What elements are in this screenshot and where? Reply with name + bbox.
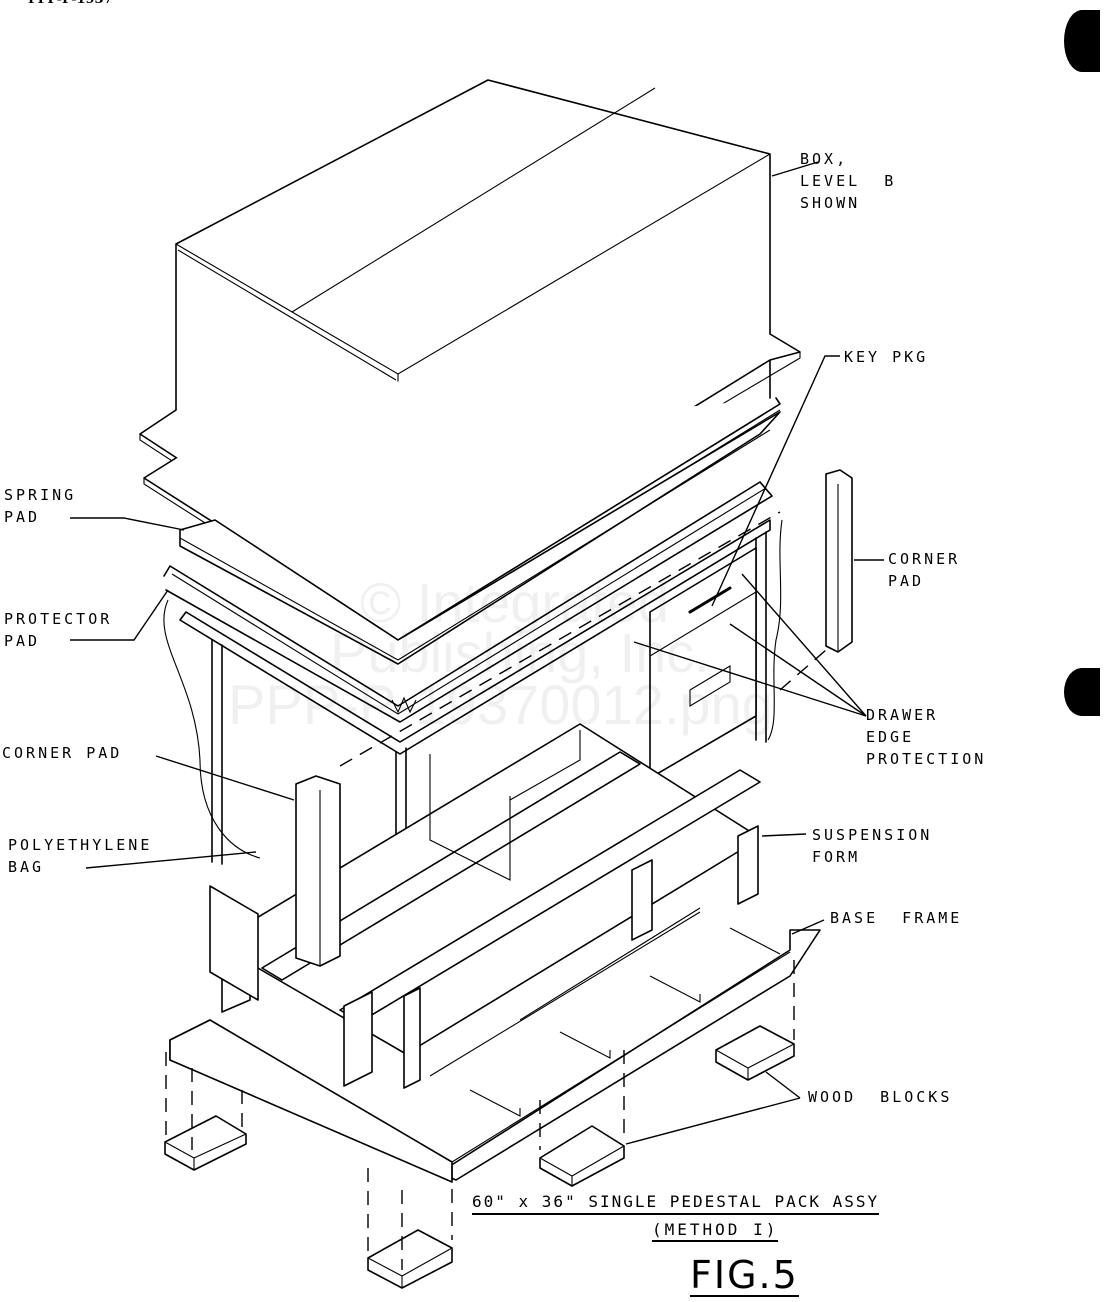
label-wood-blocks: WOOD BLOCKS <box>808 1088 953 1106</box>
desk <box>163 519 783 953</box>
protector-pad <box>163 481 773 723</box>
corner-pad-left <box>295 775 341 967</box>
spring-pad <box>179 411 781 665</box>
wood-block <box>164 1115 247 1171</box>
label-key-pkg: KEY PKG <box>844 348 929 366</box>
label-corner-pad-left: CORNER PAD <box>2 744 123 762</box>
label-spring-pad: SPRING PAD <box>4 486 77 526</box>
leader-lines <box>70 161 884 1145</box>
wood-block <box>367 1229 453 1289</box>
binder-hole-middle <box>1064 668 1100 716</box>
label-suspension-form: SUSPENSION FORM <box>812 826 933 866</box>
label-box: BOX, LEVEL B SHOWN <box>800 150 897 212</box>
label-corner-pad-right: CORNER PAD <box>888 550 961 590</box>
label-base-frame: BASE FRAME <box>830 909 963 927</box>
wood-block <box>539 1125 625 1187</box>
wood-block <box>715 1025 795 1081</box>
figure-number: FIG.5 <box>690 1253 799 1297</box>
label-polyethylene-bag: POLYETHYLENE BAG <box>8 836 153 876</box>
figure-caption-method: (METHOD I) <box>652 1220 779 1242</box>
binder-hole-top <box>1064 10 1100 72</box>
label-drawer-edge-protection: DRAWER EDGE PROTECTION <box>866 706 987 768</box>
label-protector-pad: PROTECTOR PAD <box>4 610 113 650</box>
figure-caption-title: 60" x 36" SINGLE PEDESTAL PACK ASSY <box>472 1192 880 1215</box>
document-id: PPP-P-1937 <box>28 0 113 7</box>
suspension-form <box>209 723 761 1089</box>
corner-pad-right <box>825 469 853 653</box>
wood-block-projection-lines <box>165 960 795 1270</box>
